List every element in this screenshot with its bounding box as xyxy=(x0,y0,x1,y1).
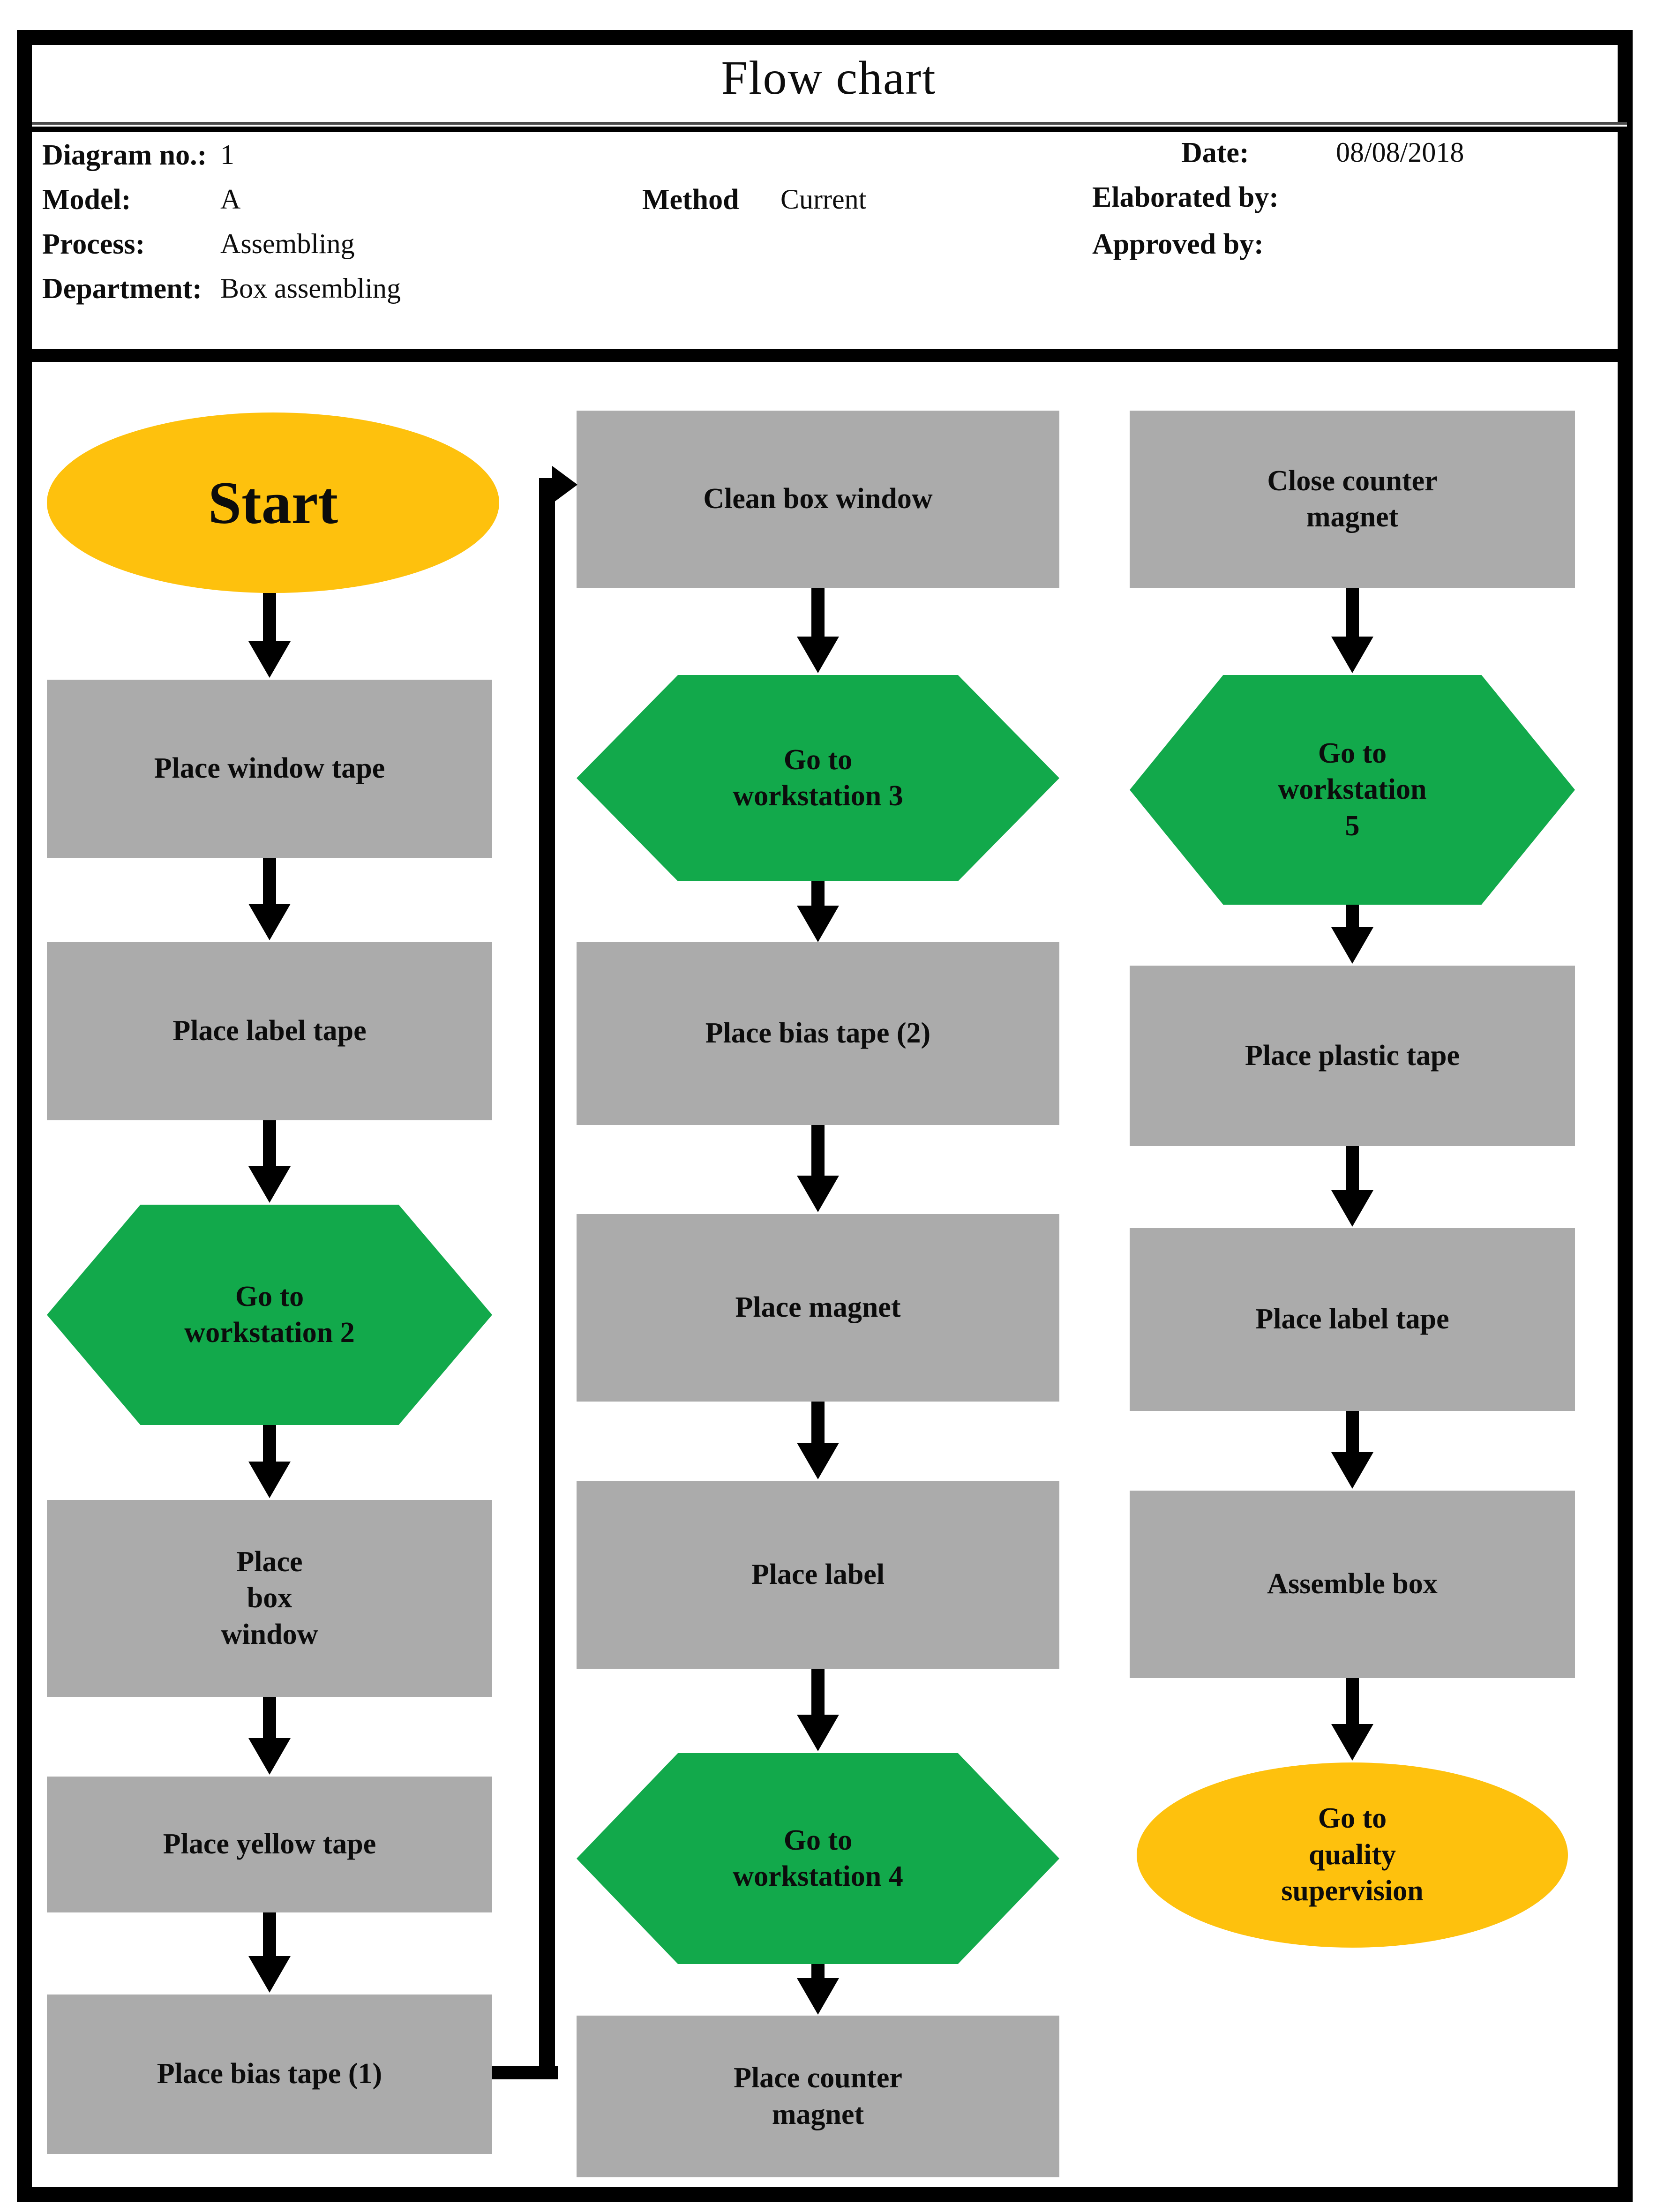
node-place-window-tape: Place window tape xyxy=(47,680,492,858)
date-value: 08/08/2018 xyxy=(1336,137,1464,168)
node-place-plastic-tape: Place plastic tape xyxy=(1130,966,1575,1146)
flow-arrow-down xyxy=(246,1425,293,1498)
node-place-yellow-tape: Place yellow tape xyxy=(47,1777,492,1912)
diagram-no-label: Diagram no.: xyxy=(42,139,207,171)
department-label: Department: xyxy=(42,273,202,305)
page-title: Flow chart xyxy=(721,52,937,105)
return-connector-vertical-segment xyxy=(539,478,555,2079)
elaborated-by-label: Elaborated by: xyxy=(1092,181,1279,213)
method-value: Current xyxy=(780,184,867,215)
node-go-to-workstation-2: Go to workstation 2 xyxy=(47,1205,492,1425)
department-value: Box assembling xyxy=(220,273,401,304)
approved-by-label: Approved by: xyxy=(1092,228,1264,260)
flow-arrow-down xyxy=(246,858,293,940)
process-value: Assembling xyxy=(220,228,355,259)
title-separator-line xyxy=(32,122,1627,132)
model-label: Model: xyxy=(42,184,131,216)
node-go-to-workstation-4: Go to workstation 4 xyxy=(577,1753,1059,1964)
return-connector-top-segment xyxy=(539,478,554,491)
node-go-to-workstation-3: Go to workstation 3 xyxy=(577,675,1059,881)
flow-arrow-down xyxy=(246,1120,293,1203)
node-place-label: Place label xyxy=(577,1481,1059,1669)
flow-arrow-down xyxy=(795,1964,841,2015)
flow-arrow-down xyxy=(246,1697,293,1775)
flow-arrow-down xyxy=(795,588,841,673)
flow-arrow-down xyxy=(1329,1146,1376,1227)
flow-arrow-down xyxy=(1329,905,1376,964)
node-start: Start xyxy=(47,412,499,593)
flow-arrow-down xyxy=(1329,1411,1376,1489)
flow-arrow-down xyxy=(1329,588,1376,673)
node-place-bias-tape-1: Place bias tape (1) xyxy=(47,1995,492,2154)
node-place-counter-magnet: Place counter magnet xyxy=(577,2016,1059,2177)
node-assemble-box: Assemble box xyxy=(1130,1491,1575,1678)
process-label: Process: xyxy=(42,228,145,260)
node-clean-box-window: Clean box window xyxy=(577,411,1059,588)
node-go-to-workstation-5: Go to workstation 5 xyxy=(1130,675,1575,905)
page-border-frame xyxy=(17,30,1633,2202)
node-place-label-tape-1: Place label tape xyxy=(47,942,492,1120)
node-place-label-tape-2: Place label tape xyxy=(1130,1228,1575,1411)
date-label: Date: xyxy=(1181,137,1249,169)
node-place-bias-tape-2: Place bias tape (2) xyxy=(577,942,1059,1125)
flow-arrow-down xyxy=(795,1402,841,1479)
diagram-no-value: 1 xyxy=(220,139,234,170)
flow-arrow-down xyxy=(246,1912,293,1993)
flow-arrow-down xyxy=(1329,1678,1376,1761)
node-close-counter-magnet: Close counter magnet xyxy=(1130,411,1575,588)
node-place-magnet: Place magnet xyxy=(577,1214,1059,1402)
model-value: A xyxy=(220,184,241,215)
flow-arrow-down xyxy=(246,593,293,678)
flow-arrow-down xyxy=(795,881,841,942)
node-place-box-window: Place box window xyxy=(47,1500,492,1697)
flow-arrow-down xyxy=(795,1125,841,1212)
node-go-to-quality-supervision: Go to quality supervision xyxy=(1137,1762,1568,1948)
flow-arrow-down xyxy=(795,1669,841,1751)
return-connector-arrowhead-icon xyxy=(552,466,577,503)
header-separator-bar xyxy=(32,349,1627,362)
method-label: Method xyxy=(642,184,739,216)
